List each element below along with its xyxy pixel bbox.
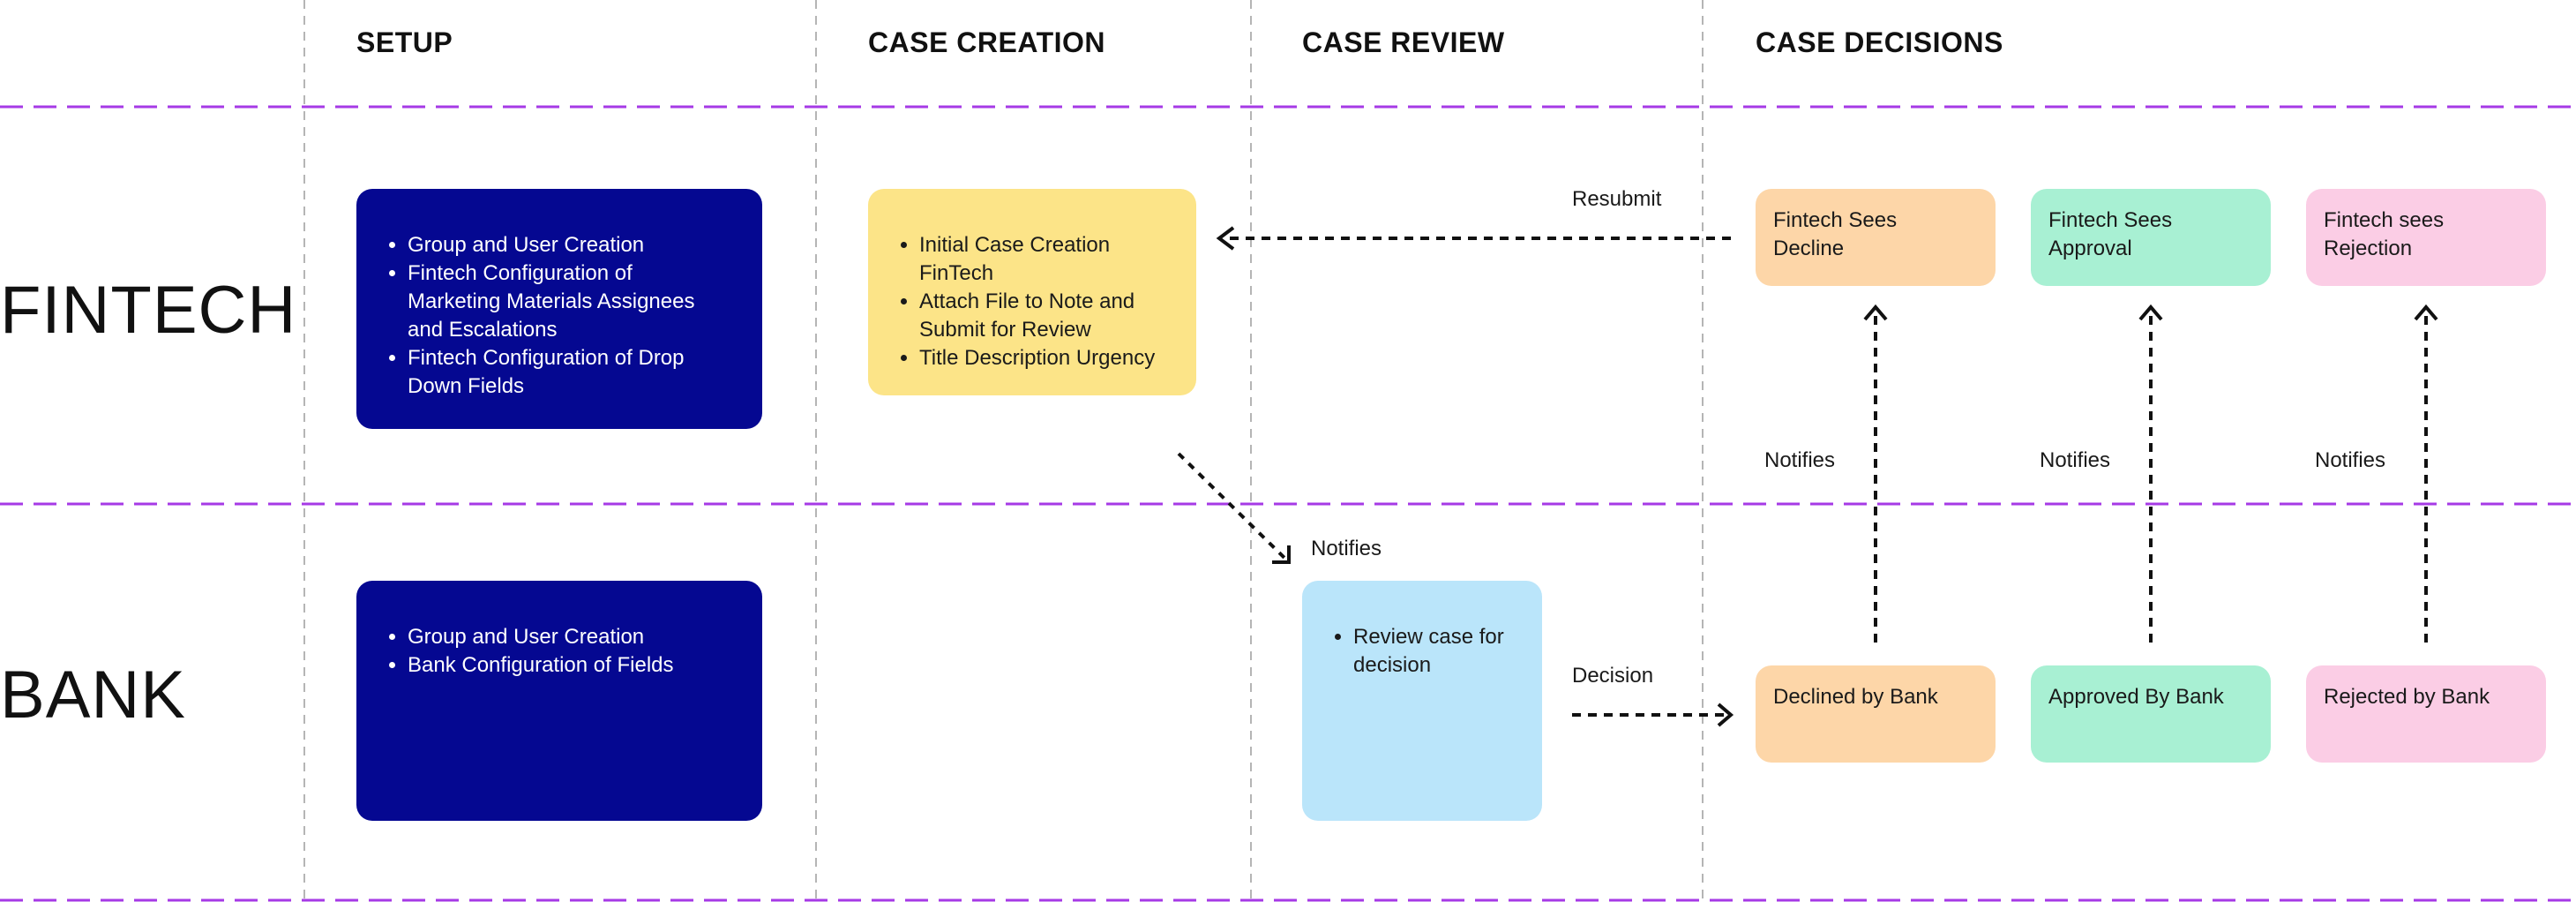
notify-review-arrow <box>1177 452 1290 563</box>
list-item: Bank Configuration of Fields <box>408 651 727 680</box>
list-item: Fintech Configuration of Drop Down Field… <box>408 344 727 401</box>
bank-setup-box: Group and User Creation Bank Configurati… <box>356 581 762 821</box>
column-heading-case-review: CASE REVIEW <box>1302 26 1505 58</box>
case-review-box: Review case for decision <box>1302 581 1542 821</box>
card-label: Rejected by Bank <box>2324 685 2490 709</box>
list-item: Review case for decision <box>1353 623 1521 680</box>
notify-review-arrowhead <box>1272 545 1291 564</box>
notify-decline-arrowhead <box>1863 304 1888 321</box>
bank-setup-list: Group and User Creation Bank Configurati… <box>356 623 727 680</box>
column-heading-case-creation: CASE CREATION <box>868 26 1106 58</box>
lane-label-fintech: FINTECH <box>0 273 297 348</box>
fintech-setup-list: Group and User Creation Fintech Configur… <box>356 231 727 401</box>
card-label: Fintech Sees Decline <box>1773 208 1898 260</box>
notify-rejection-arrowhead <box>2414 304 2438 321</box>
column-heading-case-decisions: CASE DECISIONS <box>1756 26 2003 58</box>
card-label: Declined by Bank <box>1773 685 1938 709</box>
edge-label-notifies-approval: Notifies <box>2040 448 2111 472</box>
list-item: Title Description Urgency <box>919 344 1175 372</box>
column-heading-setup: SETUP <box>356 26 453 58</box>
decision-arrowhead <box>1717 703 1734 727</box>
card-label: Fintech Sees Approval <box>2048 208 2173 260</box>
bank-approved-card: Approved By Bank <box>2031 665 2271 763</box>
bank-rejected-card: Rejected by Bank <box>2306 665 2546 763</box>
edge-label-notifies-decline: Notifies <box>1764 448 1836 472</box>
edge-label-decision: Decision <box>1572 664 1654 688</box>
fintech-decline-card: Fintech Sees Decline <box>1756 189 1996 286</box>
edge-label-resubmit: Resubmit <box>1572 187 1662 211</box>
list-item: Group and User Creation <box>408 231 727 259</box>
case-creation-list: Initial Case Creation FinTech Attach Fil… <box>868 231 1175 372</box>
edge-label-notifies-rejection: Notifies <box>2315 448 2386 472</box>
notify-approval-arrowhead <box>2138 304 2163 321</box>
fintech-setup-box: Group and User Creation Fintech Configur… <box>356 189 762 429</box>
fintech-rejection-card: Fintech sees Rejection <box>2306 189 2546 286</box>
lane-label-bank: BANK <box>0 658 186 733</box>
case-creation-box: Initial Case Creation FinTech Attach Fil… <box>868 189 1196 395</box>
card-label: Fintech sees Rejection <box>2324 208 2445 260</box>
list-item: Fintech Configuration of Marketing Mater… <box>408 259 727 344</box>
bank-declined-card: Declined by Bank <box>1756 665 1996 763</box>
edge-label-notifies-review: Notifies <box>1311 537 1382 560</box>
resubmit-arrowhead <box>1216 226 1235 251</box>
case-review-list: Review case for decision <box>1302 623 1521 680</box>
fintech-approval-card: Fintech Sees Approval <box>2031 189 2271 286</box>
list-item: Initial Case Creation FinTech <box>919 231 1175 288</box>
list-item: Group and User Creation <box>408 623 727 651</box>
list-item: Attach File to Note and Submit for Revie… <box>919 288 1175 344</box>
card-label: Approved By Bank <box>2048 685 2224 709</box>
